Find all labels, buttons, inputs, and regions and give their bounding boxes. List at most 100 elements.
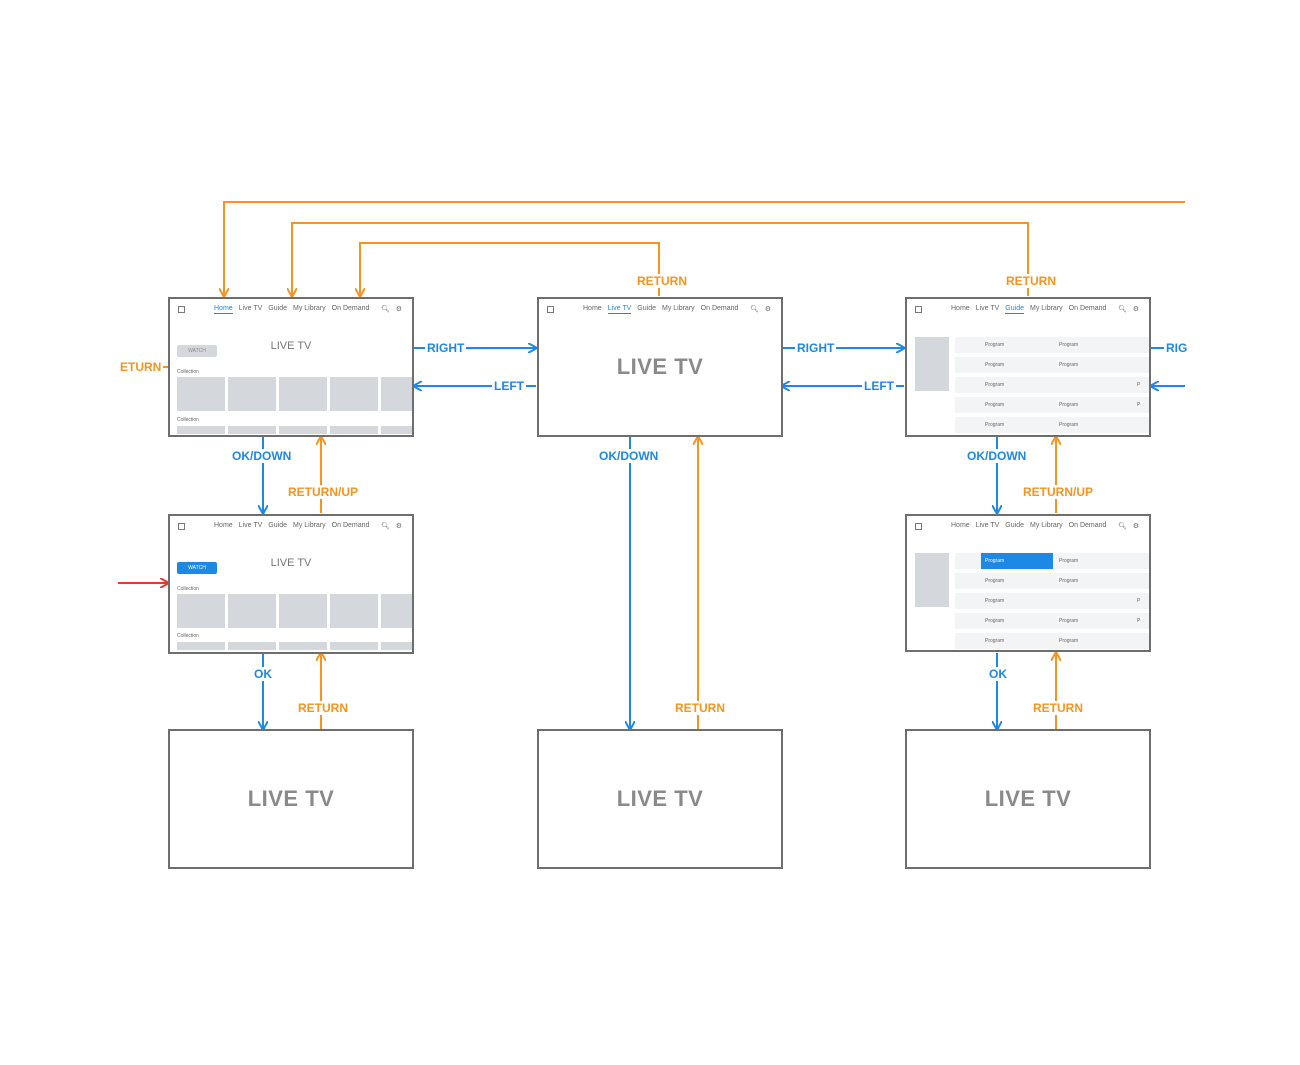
watch-button[interactable]: WATCH xyxy=(177,345,217,357)
screen-guide-top: Home Live TV Guide My Library On Demand … xyxy=(905,297,1151,437)
tile[interactable] xyxy=(228,642,276,650)
program-cell: Program xyxy=(985,638,1005,644)
label-return-up-right: RETURN/UP xyxy=(1021,485,1096,499)
nav-bar: Home Live TV Guide My Library On Demand … xyxy=(913,522,1141,534)
focused-program[interactable] xyxy=(981,553,1053,569)
label-right-2: RIGHT xyxy=(795,341,837,355)
label-ok-left: OK xyxy=(252,667,274,681)
tile[interactable] xyxy=(279,377,327,411)
logo-icon xyxy=(178,523,185,530)
tile[interactable] xyxy=(177,426,225,434)
nav-my-library[interactable]: My Library xyxy=(1029,305,1063,312)
nav-guide[interactable]: Guide xyxy=(637,305,656,312)
program-cell: Program xyxy=(1059,342,1079,348)
tile[interactable] xyxy=(279,426,327,434)
tile[interactable] xyxy=(279,642,327,650)
search-icon[interactable]: 🔍︎ xyxy=(381,306,390,313)
tile[interactable] xyxy=(177,377,225,411)
search-icon[interactable]: 🔍︎ xyxy=(381,523,390,530)
tile[interactable] xyxy=(228,426,276,434)
tile[interactable] xyxy=(381,377,412,411)
program-cell: P xyxy=(1137,382,1141,388)
watch-button[interactable]: WATCH xyxy=(177,562,217,574)
tile[interactable] xyxy=(177,642,225,650)
nav-on-demand[interactable]: On Demand xyxy=(331,522,370,529)
nav-my-library[interactable]: My Library xyxy=(292,522,326,529)
nav-live-tv[interactable]: Live TV xyxy=(975,305,1000,312)
nav-bar: Home Live TV Guide My Library On Demand … xyxy=(913,305,1141,317)
tile[interactable] xyxy=(177,594,225,628)
collection-label: Collection xyxy=(177,369,199,375)
nav-live-tv[interactable]: Live TV xyxy=(238,522,263,529)
program-cell: Program xyxy=(1059,422,1079,428)
nav-home[interactable]: Home xyxy=(951,522,970,529)
gear-icon[interactable]: ⚙ xyxy=(764,306,771,313)
return-loop-outer xyxy=(224,201,1185,296)
collection-label: Collection xyxy=(177,633,199,639)
nav-on-demand[interactable]: On Demand xyxy=(331,305,370,312)
screen-player-left: LIVE TV xyxy=(168,729,414,869)
tile[interactable] xyxy=(228,594,276,628)
program-cell: Program xyxy=(985,362,1005,368)
guide-thumbnail xyxy=(915,553,949,607)
nav-on-demand[interactable]: On Demand xyxy=(700,305,739,312)
nav-guide[interactable]: Guide xyxy=(268,522,287,529)
nav-on-demand[interactable]: On Demand xyxy=(1068,305,1107,312)
tile[interactable] xyxy=(228,377,276,411)
tile[interactable] xyxy=(381,594,412,628)
guide-thumbnail xyxy=(915,337,949,391)
program-cell: Program xyxy=(985,578,1005,584)
gear-icon[interactable]: ⚙ xyxy=(1132,523,1139,530)
tile[interactable] xyxy=(381,426,412,434)
collection-label: Collection xyxy=(177,417,199,423)
search-icon[interactable]: 🔍︎ xyxy=(750,306,759,313)
nav-home[interactable]: Home xyxy=(583,305,602,312)
nav-home[interactable]: Home xyxy=(951,305,970,312)
search-icon[interactable]: 🔍︎ xyxy=(1118,306,1127,313)
nav-guide[interactable]: Guide xyxy=(1005,305,1024,314)
label-return-up-left: RETURN/UP xyxy=(286,485,361,499)
program-cell: Program xyxy=(985,402,1005,408)
screen-player-right: LIVE TV xyxy=(905,729,1151,869)
logo-icon xyxy=(915,306,922,313)
label-return-right-bottom: RETURN xyxy=(1031,701,1085,715)
nav-live-tv[interactable]: Live TV xyxy=(975,522,1000,529)
nav-on-demand[interactable]: On Demand xyxy=(1068,522,1107,529)
nav-my-library[interactable]: My Library xyxy=(661,305,695,312)
tile[interactable] xyxy=(330,426,378,434)
label-return-center-bottom: RETURN xyxy=(673,701,727,715)
program-cell: Program xyxy=(1059,402,1079,408)
program-cell: Program xyxy=(1059,618,1079,624)
nav-guide[interactable]: Guide xyxy=(268,305,287,312)
nav-my-library[interactable]: My Library xyxy=(292,305,326,312)
nav-my-library[interactable]: My Library xyxy=(1029,522,1063,529)
tile[interactable] xyxy=(381,642,412,650)
gear-icon[interactable]: ⚙ xyxy=(1132,306,1139,313)
gear-icon[interactable]: ⚙ xyxy=(395,306,402,313)
nav-live-tv[interactable]: Live TV xyxy=(607,305,632,314)
logo-icon xyxy=(178,306,185,313)
nav-guide[interactable]: Guide xyxy=(1005,522,1024,529)
tile[interactable] xyxy=(330,594,378,628)
nav-home[interactable]: Home xyxy=(214,522,233,529)
tile[interactable] xyxy=(279,594,327,628)
search-icon[interactable]: 🔍︎ xyxy=(1118,523,1127,530)
nav-live-tv[interactable]: Live TV xyxy=(238,305,263,312)
gear-icon[interactable]: ⚙ xyxy=(395,523,402,530)
nav-home[interactable]: Home xyxy=(214,305,233,314)
return-loop-livetv xyxy=(360,242,660,296)
tile[interactable] xyxy=(330,642,378,650)
collection-row xyxy=(177,642,412,650)
screen-title: LIVE TV xyxy=(616,354,704,379)
tile[interactable] xyxy=(330,377,378,411)
